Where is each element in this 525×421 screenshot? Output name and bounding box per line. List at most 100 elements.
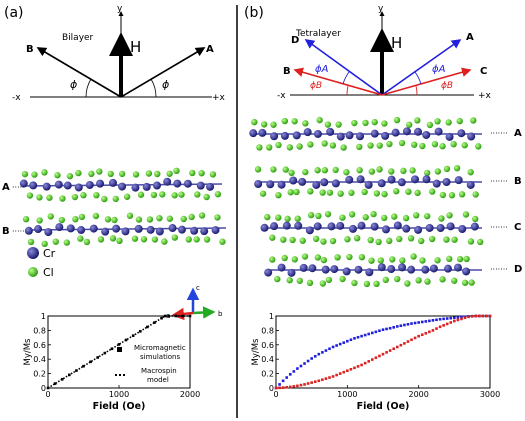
panel-b-vector-diagram: y -x +x H Tetralayer D A B C ϕA ϕA ϕB ϕB <box>277 4 492 101</box>
cr-atom <box>280 131 289 140</box>
cr-atom <box>402 127 411 136</box>
panel-a-crystal: A B ····· ····· Cr Cl c a b <box>2 167 227 321</box>
cl-atom <box>294 215 301 222</box>
cl-atom <box>405 121 413 128</box>
data-point-1 <box>470 315 474 318</box>
y-tick-label: 0 <box>41 384 46 393</box>
data-point-0 <box>338 342 342 346</box>
cr-atom <box>155 227 164 236</box>
data-point-0 <box>410 322 413 325</box>
cl-atom <box>58 216 66 224</box>
cr-atom <box>152 181 161 190</box>
cr-atom <box>264 268 273 277</box>
data-point-0 <box>442 317 445 321</box>
data-point-0 <box>317 352 321 356</box>
cl-atom <box>334 254 341 261</box>
cl-atom <box>52 238 59 245</box>
layer-label-a: A <box>514 128 522 139</box>
cl-atom <box>161 238 168 245</box>
cl-atom <box>193 236 200 243</box>
data-point-1 <box>388 349 392 352</box>
cr-atom <box>142 182 151 191</box>
cl-atom <box>451 277 458 284</box>
cr-atom <box>381 225 390 234</box>
cr-atom <box>146 225 155 234</box>
cl-atom <box>439 276 446 283</box>
cr-atom <box>196 181 205 190</box>
cl-atom <box>326 189 334 196</box>
cl-atom <box>329 237 337 245</box>
neg-x-label: -x <box>12 93 21 103</box>
x-tick-label: 2000 <box>408 390 428 399</box>
cr-atom <box>414 225 423 234</box>
cr-atom <box>24 226 33 235</box>
cl-atom <box>381 120 388 127</box>
cr-atom <box>458 225 467 234</box>
cr-atom <box>377 263 386 272</box>
cl-atom <box>340 144 347 151</box>
data-point-1 <box>349 367 353 371</box>
a-axis-arrow <box>171 307 194 321</box>
data-point-0 <box>53 382 57 385</box>
y-tick-label: 0.6 <box>261 341 274 350</box>
cl-atom <box>291 256 298 263</box>
cl-atom <box>293 188 300 196</box>
chart-a-legend: Micromagnetic simulations Macrospin mode… <box>115 344 186 384</box>
cl-atom <box>439 143 446 150</box>
cl-atom <box>80 192 87 199</box>
data-point-1 <box>445 322 449 326</box>
phi-b-left: ϕB <box>310 81 322 91</box>
cr-atom <box>96 179 105 188</box>
cr-atom <box>436 223 445 232</box>
cl-atom <box>453 164 461 172</box>
cl-atom <box>391 213 398 220</box>
cl-atom <box>367 142 374 149</box>
data-point-1 <box>431 329 435 332</box>
data-point-1 <box>342 370 346 374</box>
data-point-0 <box>420 320 424 324</box>
cl-atom <box>140 236 148 243</box>
cl-atom <box>203 236 211 243</box>
cr-atom <box>54 180 63 189</box>
cl-atom <box>314 167 321 174</box>
cl-atom <box>332 166 339 174</box>
data-point-1 <box>374 356 378 360</box>
series-line-1 <box>47 315 190 389</box>
data-point-0 <box>110 347 114 351</box>
cr-atom <box>163 177 172 186</box>
x-axis-label: Field (Oe) <box>93 401 146 412</box>
cl-atom <box>198 169 205 177</box>
cl-atom <box>407 235 415 242</box>
cl-atom <box>446 255 453 263</box>
cr-atom <box>211 226 220 235</box>
cr-atom <box>112 224 121 233</box>
legend-micromagnetic-line2: simulations <box>140 353 180 361</box>
cl-atom <box>410 253 417 260</box>
cl-atom <box>446 212 453 219</box>
cr-atom <box>34 225 43 234</box>
cl-atom <box>448 192 456 199</box>
cl-atom <box>83 238 91 246</box>
cl-atom <box>270 121 277 128</box>
cl-atom <box>348 189 355 196</box>
data-point-1 <box>288 385 292 389</box>
cl-atom <box>346 253 353 261</box>
cl-atom <box>376 142 383 149</box>
angle-left-label: ϕ <box>70 78 77 91</box>
cl-atom <box>72 215 79 223</box>
cl-atom <box>131 235 139 242</box>
cr-atom <box>443 264 452 273</box>
cr-atom <box>200 227 209 236</box>
cl-atom <box>307 188 314 195</box>
cr-atom <box>434 127 443 136</box>
cr-atom <box>190 226 199 235</box>
cl-atom <box>445 119 452 126</box>
vector-a <box>120 47 206 98</box>
cl-atom <box>264 213 271 221</box>
cr-atom <box>393 221 402 230</box>
data-point-0 <box>460 315 463 319</box>
data-point-1 <box>392 347 395 351</box>
data-point-0 <box>303 362 306 365</box>
layer-label-a: A <box>2 182 10 193</box>
